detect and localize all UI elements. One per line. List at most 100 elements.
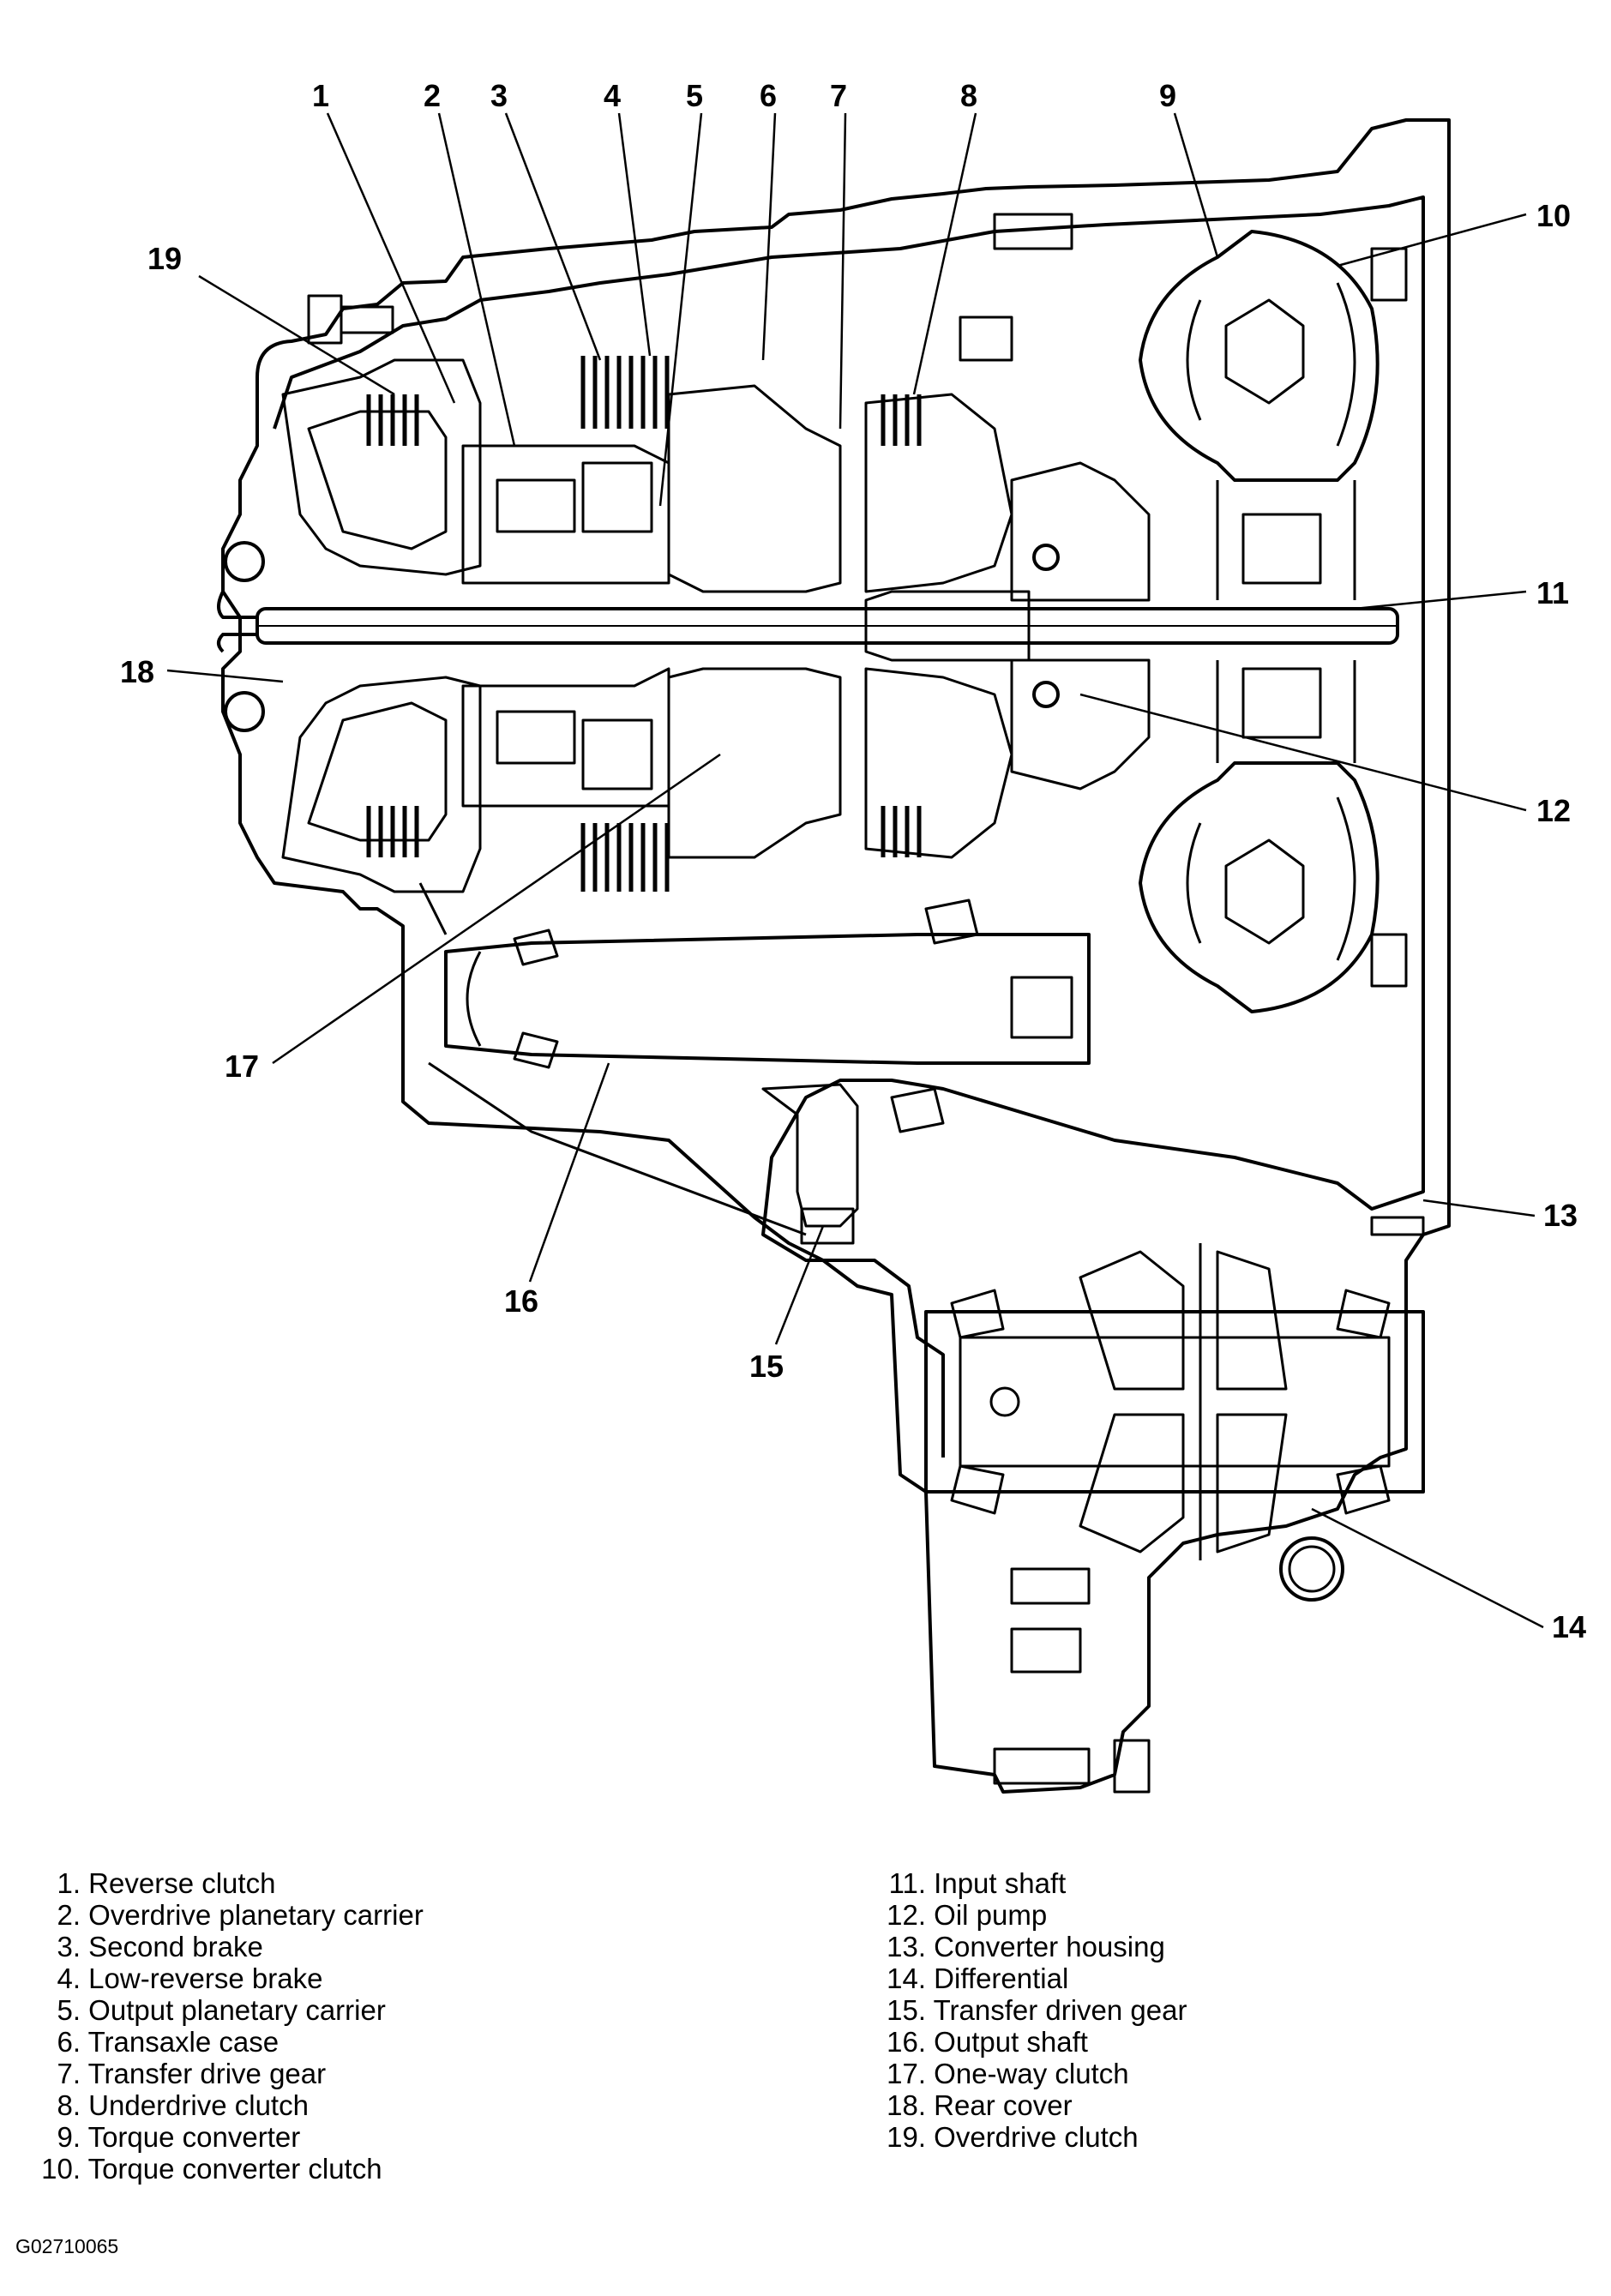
legend-label: One-way clutch: [934, 2058, 1129, 2089]
converter-hub: [1216, 480, 1356, 763]
leader-line-14: [1311, 1507, 1544, 1629]
leader-line-2: [437, 112, 516, 447]
legend-item: 14. Differential: [871, 1962, 1187, 1994]
leader-line-1: [326, 112, 456, 404]
differential-bearing-lower-right: [1336, 1464, 1391, 1515]
underdrive-clutch-housing-lower: [864, 667, 1013, 859]
legend-number: 8.: [57, 2089, 81, 2121]
rear-cover-hub: [217, 591, 257, 653]
legend-number: 2.: [57, 1899, 81, 1931]
drain-plug: [1279, 1536, 1344, 1602]
legend-number: 18.: [887, 2089, 926, 2121]
callout-15: 15: [749, 1349, 784, 1384]
callout-18: 18: [120, 654, 155, 689]
differential-bearing-upper-left: [950, 1289, 1005, 1339]
clutch-pack-lower-b: [580, 823, 670, 892]
legend-number: 4.: [57, 1962, 81, 1994]
legend-number: 16.: [887, 2026, 926, 2058]
legend-label: Output shaft: [934, 2026, 1088, 2058]
callout-5: 5: [686, 78, 704, 113]
transaxle-cross-section-drawing: [166, 112, 1544, 1794]
legend-number: 14.: [887, 1962, 926, 1994]
leader-line-7: [839, 112, 847, 430]
transaxle-case-outline: [221, 118, 1451, 1794]
output-shaft-bearing-lower: [513, 1031, 559, 1069]
legend-label: Transfer driven gear: [933, 1994, 1187, 2026]
legend-label: Torque converter clutch: [87, 2153, 382, 2185]
parts-legend-left: 1. Reverse clutch 2. Overdrive planetary…: [26, 1867, 424, 2185]
legend-number: 7.: [57, 2058, 81, 2089]
legend-item: 4. Low-reverse brake: [26, 1962, 424, 1994]
transfer-drive-gear: [667, 384, 842, 593]
legend-item: 2. Overdrive planetary carrier: [26, 1899, 423, 1931]
legend-number: 13.: [887, 1931, 926, 1962]
legend-label: Differential: [934, 1962, 1069, 1994]
legend-item: 11. Input shaft: [871, 1867, 1187, 1899]
legend-number: 19.: [887, 2121, 926, 2153]
legend-item: 9. Torque converter: [26, 2121, 424, 2153]
output-shaft-body: [444, 933, 1091, 1065]
legend-label: Low-reverse brake: [88, 1962, 323, 1994]
legend-item: 12. Oil pump: [871, 1899, 1187, 1931]
callout-4: 4: [604, 78, 622, 113]
leader-line-18: [166, 669, 284, 683]
legend-item: 19. Overdrive clutch: [871, 2121, 1187, 2153]
legend-label: Output planetary carrier: [88, 1994, 386, 2026]
oil-pump-body: [1010, 461, 1151, 602]
differential-carrier: [959, 1336, 1391, 1468]
callout-17: 17: [225, 1049, 260, 1084]
legend-number: 6.: [57, 2026, 81, 2058]
output-shaft-bearing-upper: [513, 929, 559, 966]
clutch-pack-upper-b: [580, 356, 670, 429]
clutch-pack-lower-c: [881, 806, 922, 857]
leader-line-10: [1337, 213, 1527, 267]
legend-number: 17.: [887, 2058, 926, 2089]
legend-number: 11.: [888, 1867, 926, 1899]
legend-number: 9.: [57, 2121, 81, 2153]
case-bolt: [993, 213, 1073, 250]
callout-19: 19: [147, 241, 183, 276]
legend-label: Reverse clutch: [88, 1867, 276, 1899]
differential-case: [924, 1310, 1425, 1494]
callout-11: 11: [1536, 575, 1570, 610]
callout-10: 10: [1536, 198, 1572, 233]
torque-converter-upper: [1139, 230, 1380, 482]
legend-item: 16. Output shaft: [871, 2026, 1187, 2058]
case-inner-outline: [273, 195, 1425, 1458]
leader-line-17: [272, 753, 721, 1065]
legend-item: 15. Transfer driven gear: [871, 1994, 1187, 2026]
legend-item: 5. Output planetary carrier: [26, 1994, 424, 2026]
legend-label: Transaxle case: [87, 2026, 280, 2058]
legend-number: 5.: [57, 1994, 81, 2026]
legend-label: Input shaft: [934, 1867, 1067, 1899]
legend-number: 12.: [887, 1899, 926, 1931]
callout-2: 2: [424, 78, 442, 113]
figure-id: G02710065: [15, 2235, 119, 2257]
legend-item: 7. Transfer drive gear: [26, 2058, 424, 2089]
legend-label: Second brake: [88, 1931, 263, 1962]
legend-label: Underdrive clutch: [88, 2089, 309, 2121]
legend-item: 1. Reverse clutch: [26, 1867, 424, 1899]
legend-number: 10.: [41, 2153, 81, 2185]
callout-13: 13: [1543, 1198, 1578, 1233]
legend-number: 1.: [57, 1867, 81, 1899]
overdrive-clutch-housing-upper: [281, 358, 482, 576]
clutch-pack-lower-a: [366, 806, 419, 857]
leader-line-13: [1422, 1199, 1536, 1217]
legend-item: 3. Second brake: [26, 1931, 424, 1962]
transfer-driven-gear: [761, 1083, 859, 1228]
planetary-set-upper: [461, 444, 670, 585]
callout-7: 7: [830, 78, 848, 113]
callout-1: 1: [312, 78, 330, 113]
legend-label: Torque converter: [87, 2121, 301, 2153]
leader-line-5: [658, 112, 703, 507]
legend-number: 3.: [57, 1931, 81, 1962]
legend-item: 13. Converter housing: [871, 1931, 1187, 1962]
differential-bearing-upper-right: [1336, 1289, 1391, 1339]
planetary-set-lower: [461, 667, 670, 808]
torque-converter-lower: [1139, 761, 1380, 1013]
legend-label: Rear cover: [934, 2089, 1073, 2121]
legend-label: Converter housing: [934, 1931, 1165, 1962]
parts-legend-right: 11. Input shaft 12. Oil pump 13. Convert…: [871, 1867, 1187, 2153]
leader-line-3: [504, 112, 602, 361]
